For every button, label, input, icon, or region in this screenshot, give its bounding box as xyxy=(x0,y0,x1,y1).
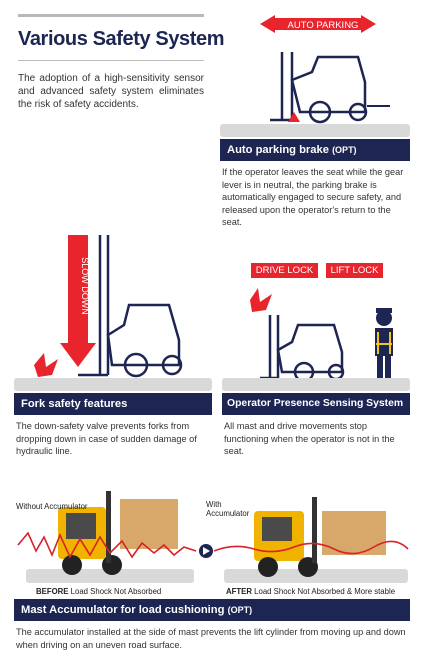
auto-parking-badge: AUTO PARKING xyxy=(287,20,359,31)
forklift-slowdown-drawing xyxy=(34,235,183,378)
presence-title: Operator Presence Sensing System xyxy=(227,398,404,409)
after-caption: AFTER Load Shock Not Absorbed & More sta… xyxy=(226,587,395,596)
auto-parking-opt: (OPT) xyxy=(332,145,357,155)
fork-safety-desc: The down-safety valve prevents forks fro… xyxy=(16,421,197,457)
intro-text: The adoption of a high-sensitivity senso… xyxy=(18,73,204,110)
accumulator-title-bar: Mast Accumulator for load cushioning (OP… xyxy=(14,599,410,621)
title-rule xyxy=(18,14,204,17)
page-title: Various Safety System xyxy=(18,28,225,50)
after-bold: AFTER xyxy=(226,587,252,596)
parking-floor xyxy=(220,124,410,137)
forklift-parking-drawing xyxy=(260,15,390,124)
auto-parking-title: Auto parking brake xyxy=(227,144,329,156)
with-accumulator-label: With Accumulator xyxy=(206,500,250,518)
before-bold: BEFORE xyxy=(36,587,69,596)
before-text: Load Shock Not Absorbed xyxy=(70,587,162,596)
fork-safety-title-bar: Fork safety features xyxy=(14,393,212,415)
without-accumulator-label: Without Accumulator xyxy=(16,502,88,511)
fork-safety-title: Fork safety features xyxy=(21,398,128,410)
lift-lock-tag: LIFT LOCK xyxy=(326,263,383,278)
accumulator-title: Mast Accumulator for load cushioning xyxy=(21,604,225,616)
auto-parking-title-bar: Auto parking brake (OPT) xyxy=(220,139,410,161)
fork-floor xyxy=(14,378,212,391)
presence-title-bar: Operator Presence Sensing System xyxy=(222,393,410,415)
presence-desc: All mast and drive movements stop functi… xyxy=(224,421,395,457)
auto-parking-desc: If the operator leaves the seat while th… xyxy=(222,167,404,228)
presence-illustration xyxy=(222,280,410,390)
auto-parking-illustration xyxy=(220,12,410,142)
presence-floor xyxy=(222,378,410,391)
slow-down-label: SLOW DOWN xyxy=(80,257,90,315)
accumulator-desc: The accumulator installed at the side of… xyxy=(16,627,406,650)
before-caption: BEFORE Load Shock Not Absorbed xyxy=(36,587,161,596)
drive-lock-tag: DRIVE LOCK xyxy=(251,263,318,278)
fork-safety-illustration xyxy=(14,225,212,390)
accumulator-comparison-drawing xyxy=(17,491,409,583)
title-underline xyxy=(18,60,204,61)
accumulator-opt: (OPT) xyxy=(227,605,253,615)
after-text: Load Shock Not Absorbed & More stable xyxy=(254,587,396,596)
forklift-presence-drawing xyxy=(250,288,393,383)
accumulator-illustration xyxy=(14,485,410,585)
